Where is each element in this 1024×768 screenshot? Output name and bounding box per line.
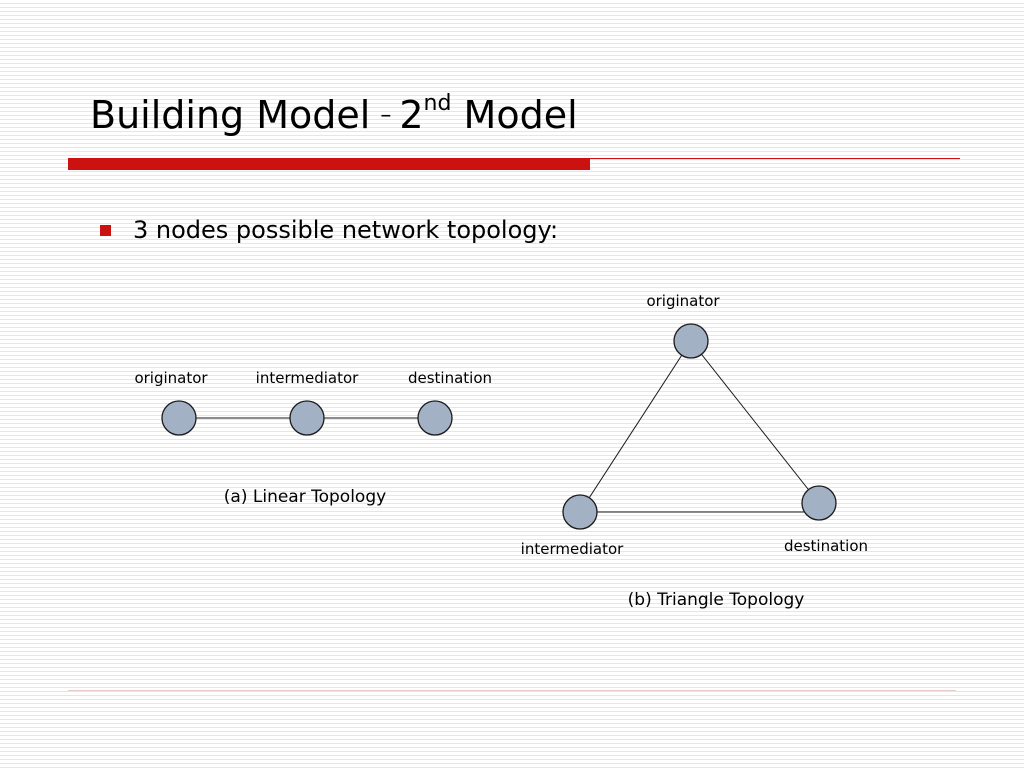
triangle-node-originator xyxy=(673,323,709,359)
linear-label-originator: originator xyxy=(134,369,208,387)
title-superscript: nd xyxy=(423,91,452,116)
title-suffix: Model xyxy=(463,93,578,137)
triangle-topology: originator intermediator destination (b)… xyxy=(521,292,868,610)
bullet-square-icon xyxy=(100,224,111,236)
bullet-item: 3 nodes possible network topology: xyxy=(100,212,558,248)
linear-node-originator xyxy=(161,400,197,436)
triangle-label-originator: originator xyxy=(646,292,720,310)
linear-node-destination xyxy=(417,400,453,436)
bullet-text: 3 nodes possible network topology: xyxy=(133,216,559,244)
title-main: Building Model xyxy=(90,93,371,137)
triangle-label-destination: destination xyxy=(784,537,868,555)
triangle-node-intermediator xyxy=(562,494,598,530)
footer-divider xyxy=(68,690,956,691)
title-dash: – xyxy=(380,103,392,128)
title-underline-thick xyxy=(68,158,590,170)
linear-label-destination: destination xyxy=(408,369,492,387)
linear-caption: (a) Linear Topology xyxy=(224,487,386,507)
title-number: 2 xyxy=(399,93,424,137)
triangle-node-destination xyxy=(801,485,837,521)
linear-label-intermediator: intermediator xyxy=(256,369,359,387)
linear-topology: originator intermediator destination (a)… xyxy=(134,369,492,507)
triangle-caption: (b) Triangle Topology xyxy=(628,590,805,610)
triangle-label-intermediator: intermediator xyxy=(521,540,624,558)
linear-node-intermediator xyxy=(289,400,325,436)
triangle-edge-originator-destination xyxy=(690,340,820,504)
slide-title: Building Model–2nd Model xyxy=(90,90,578,141)
triangle-edge-originator-intermediator xyxy=(579,340,692,513)
title-underline-thin xyxy=(590,158,960,159)
